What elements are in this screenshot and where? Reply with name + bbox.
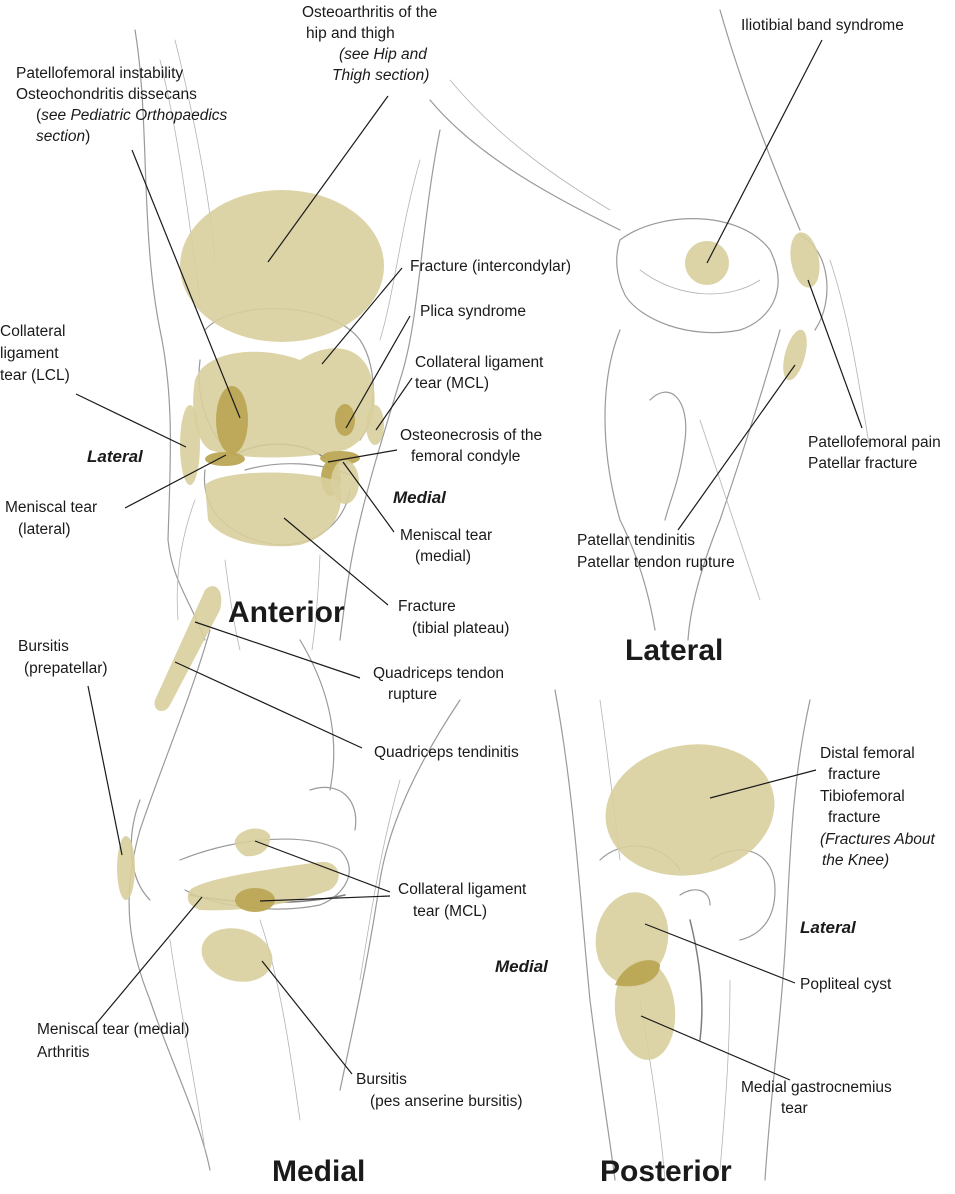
zone-mcl-medial-upper bbox=[234, 828, 271, 857]
label-collateral-mcl-2: tear (MCL) bbox=[415, 375, 489, 392]
label-fractures-about-1: (Fractures About bbox=[820, 831, 936, 848]
label-collateral-mcl-medial-1: Collateral ligament bbox=[398, 881, 527, 898]
label-osteonecrosis-2: femoral condyle bbox=[411, 448, 520, 465]
zone-ocd bbox=[216, 386, 248, 454]
view-title-medial: Medial bbox=[272, 1155, 365, 1188]
label-patellofemoral-instability: Patellofemoral instability bbox=[16, 65, 183, 82]
zone-oa-hip bbox=[180, 190, 384, 342]
zone-medial-meniscus bbox=[235, 888, 275, 912]
label-popliteal: Popliteal cyst bbox=[800, 976, 892, 993]
label-osteonecrosis-1: Osteonecrosis of the bbox=[400, 427, 542, 444]
label-quad-rupture-2: rupture bbox=[388, 686, 437, 703]
label-collateral-lcl-2: ligament bbox=[0, 345, 59, 362]
zone-mcl bbox=[366, 405, 384, 445]
anterior-zones bbox=[180, 190, 384, 547]
label-bursitis-prepatellar-2: (prepatellar) bbox=[24, 660, 108, 677]
label-bursitis-pes-2: (pes anserine bursitis) bbox=[370, 1093, 522, 1110]
zone-plica bbox=[335, 404, 355, 436]
label-tibiofemoral-1: Tibiofemoral bbox=[820, 788, 905, 805]
label-see-pediatric-line2: section) bbox=[36, 128, 90, 145]
label-medial-gastroc-1: Medial gastrocnemius bbox=[741, 1079, 892, 1096]
lateral-zones bbox=[685, 232, 820, 381]
label-bursitis-prepatellar-1: Bursitis bbox=[18, 638, 69, 655]
side-marker-anterior-lateral: Lateral bbox=[87, 447, 144, 466]
label-fractures-about-2: the Knee) bbox=[822, 852, 889, 869]
lateral-knee-sketch bbox=[429, 9, 871, 641]
label-plica: Plica syndrome bbox=[420, 303, 526, 320]
label-distal-femoral-1: Distal femoral bbox=[820, 745, 915, 762]
label-meniscal-lateral-2: (lateral) bbox=[18, 521, 71, 538]
leader-lines bbox=[75, 39, 863, 1081]
side-marker-anterior-medial: Medial bbox=[393, 488, 447, 507]
label-fracture-tibial-1: Fracture bbox=[398, 598, 456, 615]
label-collateral-lcl-1: Collateral bbox=[0, 323, 65, 340]
zone-mcl-medial-band bbox=[187, 861, 339, 911]
view-title-anterior: Anterior bbox=[228, 596, 345, 629]
label-distal-femoral-2: fracture bbox=[828, 766, 881, 783]
zone-tibial-plateau-fracture bbox=[205, 472, 342, 547]
label-collateral-mcl-1: Collateral ligament bbox=[415, 354, 544, 371]
label-medial-gastroc-2: tear bbox=[781, 1100, 808, 1117]
label-meniscal-lateral-1: Meniscal tear bbox=[5, 499, 97, 516]
label-patellar-tendinitis: Patellar tendinitis bbox=[577, 532, 695, 549]
zone-patellar-tendon bbox=[783, 329, 807, 381]
label-fracture-tibial-2: (tibial plateau) bbox=[412, 620, 509, 637]
zone-patellofemoral bbox=[790, 232, 820, 288]
label-see-pediatric-line1: (see Pediatric Orthopaedics bbox=[36, 107, 228, 124]
label-quad-tendinitis: Quadriceps tendinitis bbox=[374, 744, 519, 761]
zone-meniscal-lateral bbox=[205, 452, 245, 466]
side-marker-posterior-lateral: Lateral bbox=[800, 918, 857, 937]
zone-overlap bbox=[615, 960, 660, 987]
label-patellar-fracture: Patellar fracture bbox=[808, 455, 917, 472]
label-itb: Iliotibial band syndrome bbox=[741, 17, 904, 34]
label-patellar-tendon-rupture: Patellar tendon rupture bbox=[577, 554, 735, 571]
label-tibiofemoral-2: fracture bbox=[828, 809, 881, 826]
label-oa-hip-3: (see Hip and bbox=[339, 46, 428, 63]
zone-pes-anserine bbox=[201, 928, 273, 982]
side-marker-posterior-medial: Medial bbox=[495, 957, 549, 976]
label-meniscal-medial-arthritis-1: Meniscal tear (medial) bbox=[37, 1021, 189, 1038]
label-oa-hip-4: Thigh section) bbox=[332, 67, 429, 84]
label-quad-rupture-1: Quadriceps tendon bbox=[373, 665, 504, 682]
zone-lcl bbox=[180, 405, 200, 485]
label-meniscal-medial-1: Meniscal tear bbox=[400, 527, 492, 544]
label-meniscal-medial-arthritis-2: Arthritis bbox=[37, 1044, 90, 1061]
label-collateral-lcl-3: tear (LCL) bbox=[0, 367, 70, 384]
label-bursitis-pes-1: Bursitis bbox=[356, 1071, 407, 1088]
zone-quad-tendon bbox=[154, 586, 222, 712]
label-oa-hip-1: Osteoarthritis of the bbox=[302, 4, 437, 21]
zone-distal-femoral bbox=[605, 744, 775, 876]
label-meniscal-medial-2: (medial) bbox=[415, 548, 471, 565]
label-patellofemoral-pain: Patellofemoral pain bbox=[808, 434, 941, 451]
medial-zones bbox=[117, 586, 339, 982]
label-collateral-mcl-medial-2: tear (MCL) bbox=[413, 903, 487, 920]
label-ocd: Osteochondritis dissecans bbox=[16, 86, 197, 103]
view-title-lateral: Lateral bbox=[625, 634, 723, 667]
label-fracture-intercondylar: Fracture (intercondylar) bbox=[410, 258, 571, 275]
view-title-posterior: Posterior bbox=[600, 1155, 732, 1188]
posterior-zones bbox=[595, 744, 775, 1060]
label-oa-hip-2: hip and thigh bbox=[306, 25, 395, 42]
